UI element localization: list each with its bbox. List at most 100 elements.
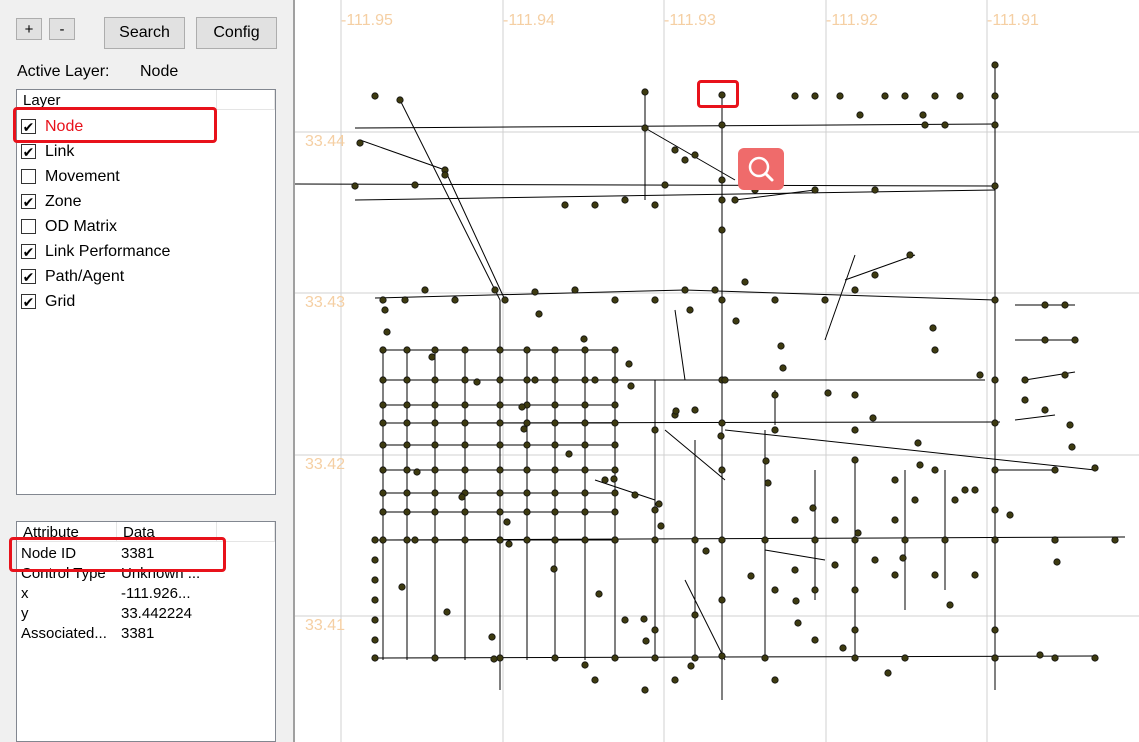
lon-tick-label: -111.92 <box>826 12 878 29</box>
node-marker <box>496 376 504 384</box>
layer-checkbox[interactable] <box>21 169 36 184</box>
node-marker <box>831 516 839 524</box>
node-layer-highlight <box>13 107 217 143</box>
node-marker <box>1071 336 1079 344</box>
node-marker <box>611 346 619 354</box>
attribute-value: 3381 <box>121 625 155 642</box>
layer-checkbox[interactable]: ✔ <box>21 243 36 260</box>
node-marker <box>851 391 859 399</box>
node-marker <box>906 251 914 259</box>
layer-checkbox[interactable]: ✔ <box>21 293 36 310</box>
node-marker <box>621 196 629 204</box>
layer-item[interactable]: ✔Node <box>21 114 83 139</box>
search-magnifier-icon[interactable] <box>738 148 784 190</box>
layer-label: Link Performance <box>45 242 171 260</box>
zoom-in-button[interactable]: + <box>16 18 42 40</box>
layer-checkbox[interactable]: ✔ <box>21 118 36 135</box>
node-marker <box>601 476 609 484</box>
node-marker <box>811 536 819 544</box>
node-marker <box>461 466 469 474</box>
node-marker <box>991 121 999 129</box>
node-marker <box>1051 466 1059 474</box>
node-marker <box>496 419 504 427</box>
node-marker <box>611 466 619 474</box>
node-marker <box>1051 536 1059 544</box>
map-canvas[interactable] <box>295 0 1139 742</box>
node-marker <box>581 346 589 354</box>
layer-label: OD Matrix <box>45 217 117 235</box>
node-marker <box>901 92 909 100</box>
splitter[interactable] <box>293 0 295 742</box>
node-marker <box>854 529 862 537</box>
node-marker <box>496 346 504 354</box>
node-marker <box>581 661 589 669</box>
attribute-row[interactable]: x-111.926... <box>21 585 216 605</box>
node-marker <box>640 615 648 623</box>
attribute-row[interactable]: Associated...3381 <box>21 625 216 645</box>
layer-checkbox[interactable] <box>21 219 36 234</box>
node-marker <box>611 296 619 304</box>
node-marker <box>651 201 659 209</box>
node-marker <box>851 586 859 594</box>
node-marker <box>571 286 579 294</box>
node-marker <box>411 536 419 544</box>
node-marker <box>771 391 779 399</box>
layer-checkbox[interactable]: ✔ <box>21 193 36 210</box>
config-button[interactable]: Config <box>196 17 277 49</box>
node-marker <box>851 426 859 434</box>
node-marker <box>761 654 769 662</box>
layer-item[interactable]: ✔Grid <box>21 289 75 314</box>
layer-item[interactable]: ✔Link <box>21 139 74 164</box>
node-marker <box>856 111 864 119</box>
layer-item[interactable]: ✔ Link Performance <box>21 239 170 264</box>
node-marker <box>611 654 619 662</box>
node-marker <box>641 124 649 132</box>
attribute-key: y <box>21 605 29 622</box>
node-marker <box>718 466 726 474</box>
link <box>684 579 726 661</box>
node-marker <box>836 92 844 100</box>
node-marker <box>851 654 859 662</box>
node-marker <box>1066 421 1074 429</box>
node-marker <box>911 496 919 504</box>
node-marker <box>565 450 573 458</box>
layer-item[interactable]: Movement <box>21 164 120 189</box>
layer-checkbox[interactable]: ✔ <box>21 268 36 285</box>
link <box>354 123 996 129</box>
node-marker <box>461 401 469 409</box>
node-marker <box>551 508 559 516</box>
node-marker <box>431 654 439 662</box>
node-marker <box>991 466 999 474</box>
search-button[interactable]: Search <box>104 17 185 49</box>
node-marker <box>991 626 999 634</box>
layer-item[interactable]: ✔Path/Agent <box>21 264 124 289</box>
node-marker <box>379 466 387 474</box>
node-marker <box>991 296 999 304</box>
zoom-out-button[interactable]: - <box>49 18 75 40</box>
node-marker <box>611 441 619 449</box>
layer-item[interactable]: ✔Zone <box>21 189 81 214</box>
node-marker <box>1091 654 1099 662</box>
layer-checkbox[interactable]: ✔ <box>21 143 36 160</box>
node-marker <box>535 310 543 318</box>
extra-column-header[interactable] <box>217 522 275 542</box>
node-marker <box>956 92 964 100</box>
lat-tick-label: 33.42 <box>305 456 346 473</box>
node-marker <box>531 376 539 384</box>
node-marker <box>891 516 899 524</box>
network-map[interactable]: -111.95 -111.94 -111.93 -111.92 -111.91 … <box>295 0 1139 742</box>
node-marker <box>371 616 379 624</box>
layer-item[interactable]: OD Matrix <box>21 214 117 239</box>
node-marker <box>496 654 504 662</box>
node-marker <box>777 342 785 350</box>
node-marker <box>651 536 659 544</box>
link <box>444 169 506 301</box>
layer-column-header-blank[interactable] <box>217 90 275 110</box>
node-marker <box>1041 336 1049 344</box>
node-marker <box>441 171 449 179</box>
node-marker <box>610 475 618 483</box>
